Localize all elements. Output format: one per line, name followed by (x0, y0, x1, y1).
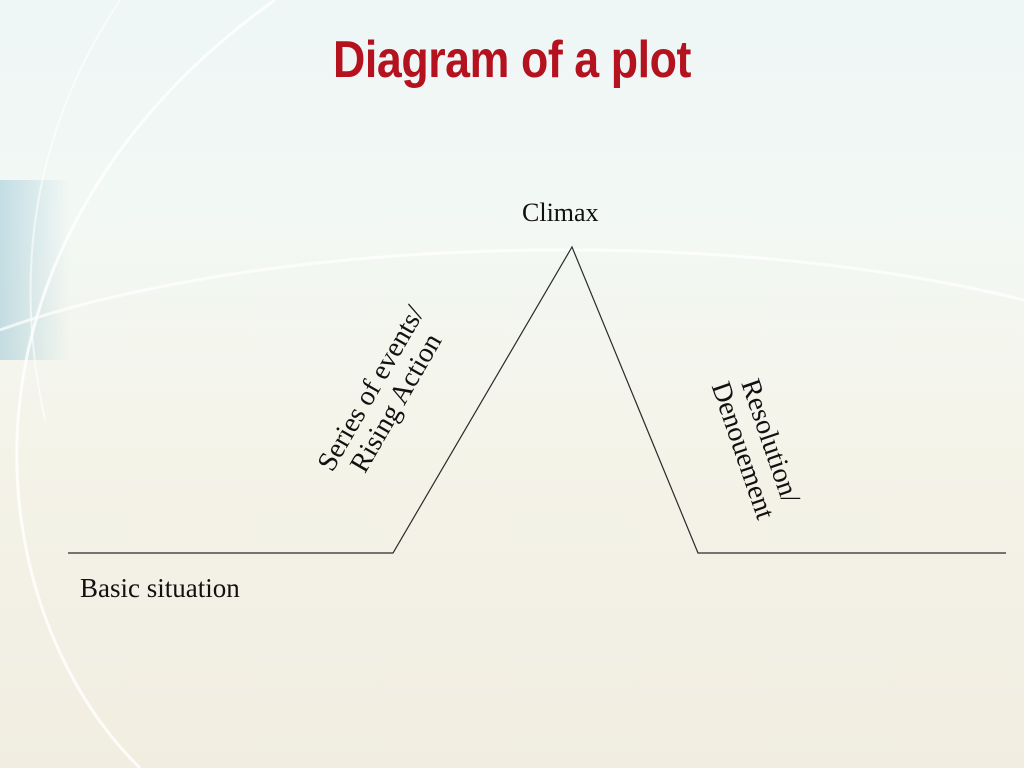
slide-title: Diagram of a plot (333, 31, 691, 89)
climax-label: Climax (522, 198, 599, 227)
basic-situation-label: Basic situation (80, 573, 240, 603)
left-blue-band (0, 180, 70, 360)
arc-swoosh-inner (29, 0, 121, 421)
arc-swoosh-outer (15, 0, 276, 768)
horizontal-swoosh (0, 248, 1024, 332)
plot-line (68, 245, 1006, 554)
